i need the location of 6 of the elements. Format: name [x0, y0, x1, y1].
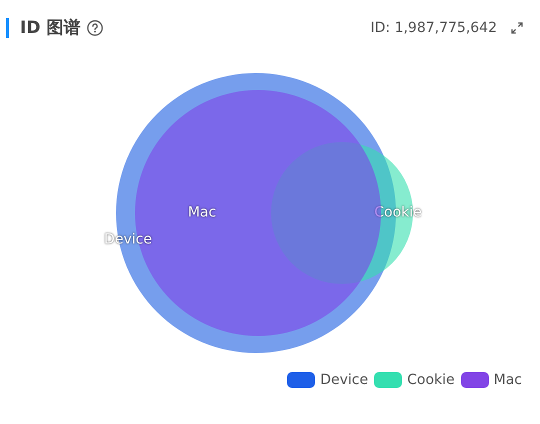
- set-label: Mac: [188, 204, 216, 222]
- legend-label: Mac: [494, 372, 522, 389]
- legend-label: Device: [320, 372, 368, 389]
- legend-label: Cookie: [407, 372, 455, 389]
- panel-title: ID 图谱: [20, 17, 80, 40]
- id-count: ID: 1,987,775,642: [370, 19, 497, 38]
